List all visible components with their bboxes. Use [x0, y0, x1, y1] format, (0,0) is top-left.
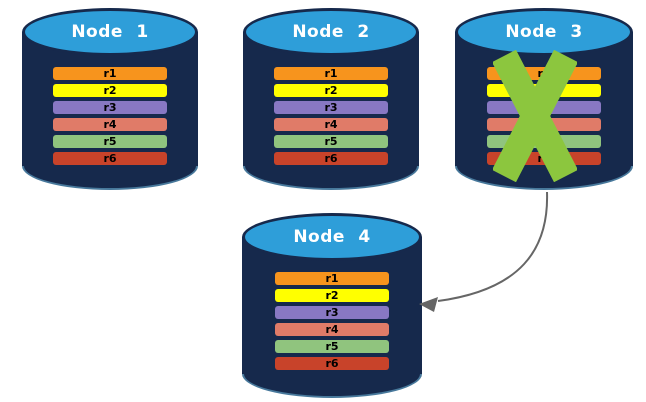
cylinder-top: Node 2	[243, 8, 419, 56]
replica-row-r2: r2	[274, 84, 388, 97]
replica-row-r5: r5	[274, 135, 388, 148]
replica-row-r6: r6	[274, 152, 388, 165]
node-title: Node 2	[292, 22, 370, 42]
replica-row-r2: r2	[53, 84, 167, 97]
node-title: Node 3	[505, 22, 583, 42]
replica-row-r3: r3	[274, 101, 388, 114]
node-1-cylinder: Node 1 r1 r2 r3 r4 r5 r6	[22, 8, 198, 190]
node-2-cylinder: Node 2 r1 r2 r3 r4 r5 r6	[243, 8, 419, 190]
replica-row-r6: r6	[53, 152, 167, 165]
node-4-cylinder: Node 4 r1 r2 r3 r4 r5 r6	[242, 213, 422, 398]
row-stack: r1 r2 r3 r4 r5 r6	[274, 67, 388, 165]
arrow-curve	[437, 191, 549, 302]
cylinder-top: Node 4	[242, 213, 422, 261]
replica-row-r1: r1	[275, 272, 389, 285]
replica-row-r5: r5	[275, 340, 389, 353]
node-3-cylinder: Node 3 r1 r2 r3 r4 r5 r6	[455, 8, 633, 190]
node-title: Node 1	[71, 22, 149, 42]
replica-row-r6: r6	[275, 357, 389, 370]
replica-row-r4: r4	[53, 118, 167, 131]
replica-row-r3: r3	[275, 306, 389, 319]
failure-x-icon	[493, 50, 577, 182]
replica-row-r4: r4	[274, 118, 388, 131]
row-stack: r1 r2 r3 r4 r5 r6	[53, 67, 167, 165]
replica-row-r1: r1	[53, 67, 167, 80]
cylinder-top: Node 1	[22, 8, 198, 56]
replica-row-r5: r5	[53, 135, 167, 148]
replica-row-r1: r1	[274, 67, 388, 80]
node-title: Node 4	[293, 227, 371, 247]
cylinder-top: Node 3	[455, 8, 633, 56]
replica-row-r3: r3	[53, 101, 167, 114]
replica-row-r2: r2	[275, 289, 389, 302]
replica-row-r4: r4	[275, 323, 389, 336]
row-stack: r1 r2 r3 r4 r5 r6	[275, 272, 389, 370]
